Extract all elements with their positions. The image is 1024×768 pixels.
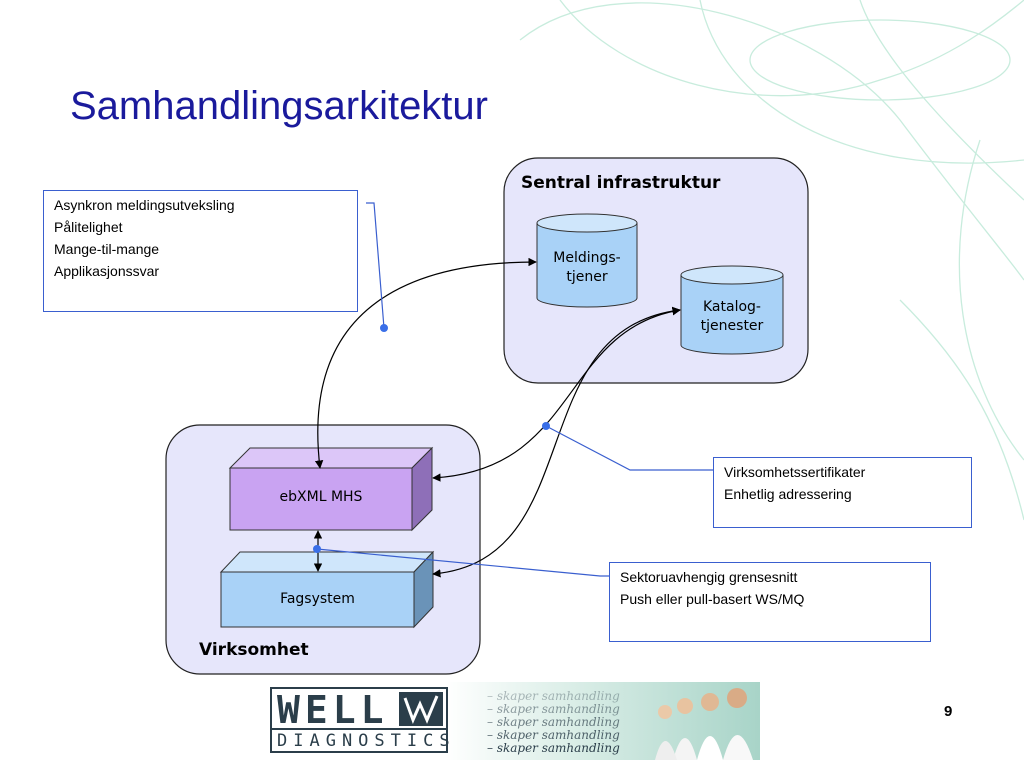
people-photo-icon [655, 688, 753, 760]
leader-dot-bottom [313, 545, 321, 553]
slide-title: Samhandlingsarkitektur [70, 84, 488, 128]
message-server-cylinder [536, 213, 638, 308]
connector-mhs-to-message-server [314, 257, 537, 469]
logo-subword: DIAGNOSTICS [277, 731, 456, 751]
fagsystem-label: Fagsystem [280, 591, 355, 607]
enterprise-label: Virksomhet [199, 640, 309, 660]
logo-taglines: – skaper samhandling – skaper samhandlin… [487, 689, 620, 755]
message-server-label: Meldings- tjener [553, 250, 621, 285]
catalog-services-label: Katalog- tjenester [700, 299, 764, 334]
page-number: 9 [944, 703, 953, 720]
fagsystem-box [219, 550, 435, 629]
catalog-services-cylinder [680, 265, 784, 355]
connector-fagsystem-to-catalog [432, 306, 681, 578]
callout-interface: Sektoruavhengig grensesnitt Push eller p… [609, 562, 931, 642]
callout-messaging-properties: Asynkron meldingsutveksling Pålitelighet… [43, 190, 358, 312]
leader-dot-top [380, 324, 388, 332]
leader-line-top [366, 202, 385, 329]
logo-banner-graphic [270, 682, 760, 760]
ebxml-mhs-label: ebXML MHS [279, 489, 363, 505]
callout-certificates: Virksomhetssertifikater Enhetlig adresse… [713, 457, 972, 528]
leader-line-middle [545, 425, 714, 471]
leader-line-bottom [316, 548, 610, 577]
logo-word: WELL [277, 688, 389, 732]
leader-dot-middle [542, 422, 550, 430]
well-diagnostics-logo: WELL DIAGNOSTICS – skaper samhandling – … [265, 682, 760, 760]
central-infrastructure-label: Sentral infrastruktur [521, 173, 721, 193]
